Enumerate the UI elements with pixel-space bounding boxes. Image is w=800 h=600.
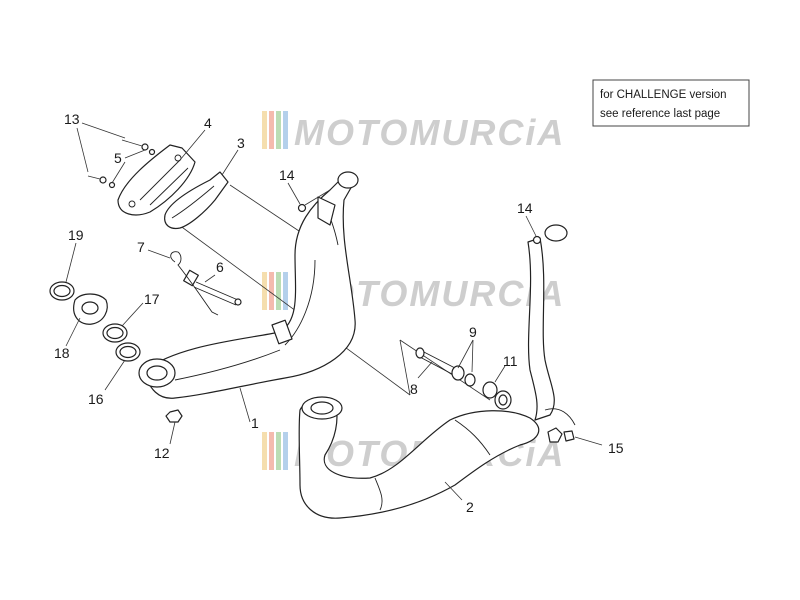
label-part-9: 9 (469, 324, 477, 340)
label-part-13: 13 (64, 111, 80, 127)
nut-14-right (532, 235, 542, 245)
label-part-12: 12 (154, 445, 170, 461)
nut-15 (547, 427, 575, 443)
label-part-17: 17 (144, 291, 160, 307)
spring-clip-7 (170, 251, 219, 316)
flange-18 (73, 293, 108, 325)
label-part-8: 8 (410, 381, 418, 397)
label-part-2: 2 (466, 499, 474, 515)
exhaust-pipe-rear (298, 396, 540, 519)
label-part-7: 7 (137, 239, 145, 255)
heat-shield-bracket (164, 171, 229, 230)
label-part-19: 19 (68, 227, 84, 243)
watermark-text-top: MOTOMURCiA (294, 112, 565, 153)
label-part-3: 3 (237, 135, 245, 151)
note-line-1: for CHALLENGE version (600, 89, 727, 101)
mount-hardware (415, 347, 512, 410)
label-part-5: 5 (114, 150, 122, 166)
label-part-15: 15 (608, 440, 624, 456)
note-line-2: see reference last page (600, 108, 720, 120)
label-part-18: 18 (54, 345, 70, 361)
label-part-14-left: 14 (279, 167, 295, 183)
callout-labels: 1 2 3 4 5 6 7 8 9 11 12 13 14 14 15 16 1… (54, 111, 624, 515)
label-part-6: 6 (216, 259, 224, 275)
watermark-top: MOTOMURCiA (262, 111, 565, 153)
nut-14-left (297, 189, 331, 213)
heat-shield (117, 144, 196, 216)
gasket-16 (115, 342, 141, 362)
bolt-6 (183, 269, 242, 306)
label-part-14-right: 14 (517, 200, 533, 216)
label-part-16: 16 (88, 391, 104, 407)
gasket-19 (49, 281, 75, 301)
challenge-note-box: for CHALLENGE version see reference last… (592, 79, 750, 127)
nut-12 (165, 409, 183, 423)
exhaust-pipe-front (138, 171, 359, 399)
gasket-17 (102, 323, 128, 343)
label-part-4: 4 (204, 115, 212, 131)
exhaust-pipe-right-header (527, 224, 576, 426)
leader-lines (65, 122, 603, 501)
label-part-11: 11 (503, 353, 518, 369)
label-part-1: 1 (251, 415, 259, 431)
